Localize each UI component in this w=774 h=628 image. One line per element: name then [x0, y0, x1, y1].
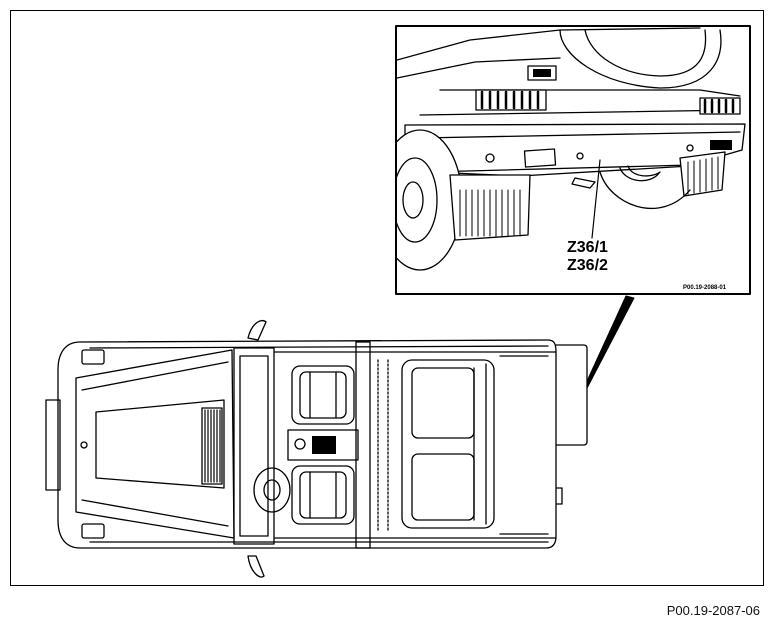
roll-bar: [355, 341, 371, 549]
label-z36-1: Z36/1: [567, 239, 608, 256]
windshield: [233, 347, 275, 545]
body-outline: [57, 339, 557, 549]
callout-leader: [591, 159, 601, 239]
front-seat-left: [291, 365, 355, 425]
mirror-bottom: [247, 555, 265, 578]
mud-flap-right: [679, 151, 726, 197]
steering-wheel: [253, 467, 291, 513]
headlight-left: [81, 349, 105, 365]
vehicle-top-view: [45, 319, 588, 578]
rear-wheel: [397, 129, 463, 271]
figure-frame: [10, 10, 764, 586]
headlight-right: [81, 523, 105, 539]
spare-wheel: [559, 29, 722, 89]
tow-hook: [619, 165, 661, 182]
label-z36-2: Z36/2: [567, 257, 608, 274]
mirror-top: [247, 319, 267, 341]
figure-code: P00.19-2087-06: [666, 603, 760, 618]
front-seat-right: [291, 465, 355, 525]
rear-bench-seat: [401, 359, 495, 529]
spare-wheel-cover: [552, 344, 588, 446]
tail-light-left: [475, 89, 547, 111]
rear-detail-inset: Z36/1 Z36/2 P00.19-2088-01: [395, 25, 751, 295]
inset-code: P00.19-2088-01: [683, 285, 727, 291]
center-console: [287, 429, 359, 461]
